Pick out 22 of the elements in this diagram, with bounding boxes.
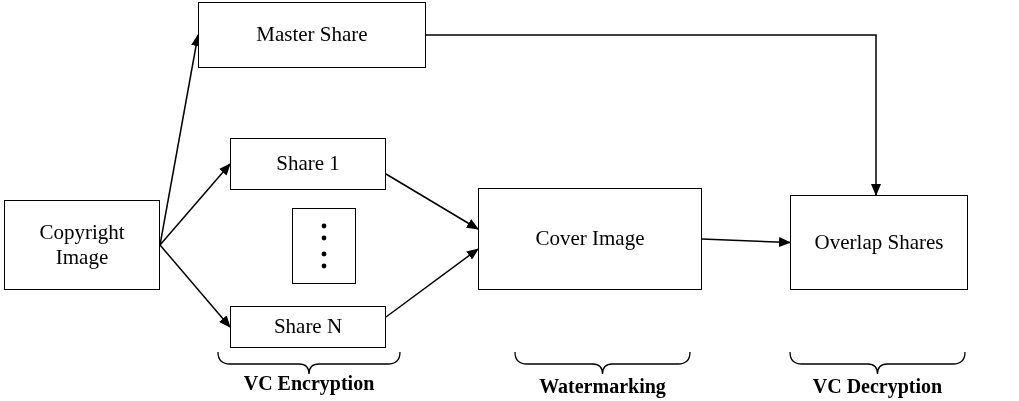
box-label: Overlap Shares: [814, 229, 944, 256]
stage-label: VC Encryption: [243, 372, 375, 395]
stage-label: VC Decryption: [812, 375, 943, 398]
process-box: [230, 138, 386, 190]
arrow: [159, 163, 231, 246]
box-label: Cover Image: [535, 226, 645, 252]
process-box: [790, 195, 968, 290]
stage-label: Watermarking: [539, 375, 666, 398]
arrow: [701, 237, 791, 248]
process-box: [198, 2, 426, 68]
arrow: [385, 248, 479, 318]
arrow: [425, 34, 881, 196]
box-label: Copyright Image: [38, 219, 126, 271]
box: [292, 208, 356, 284]
box-label: Master Share: [256, 22, 368, 48]
process-box: [478, 188, 702, 290]
arrow: [159, 244, 231, 328]
arrow: [385, 173, 479, 230]
process-box: [230, 306, 386, 348]
box-label: Share N: [273, 314, 343, 340]
box-label: Share 1: [276, 151, 340, 177]
process-box: [4, 200, 160, 290]
